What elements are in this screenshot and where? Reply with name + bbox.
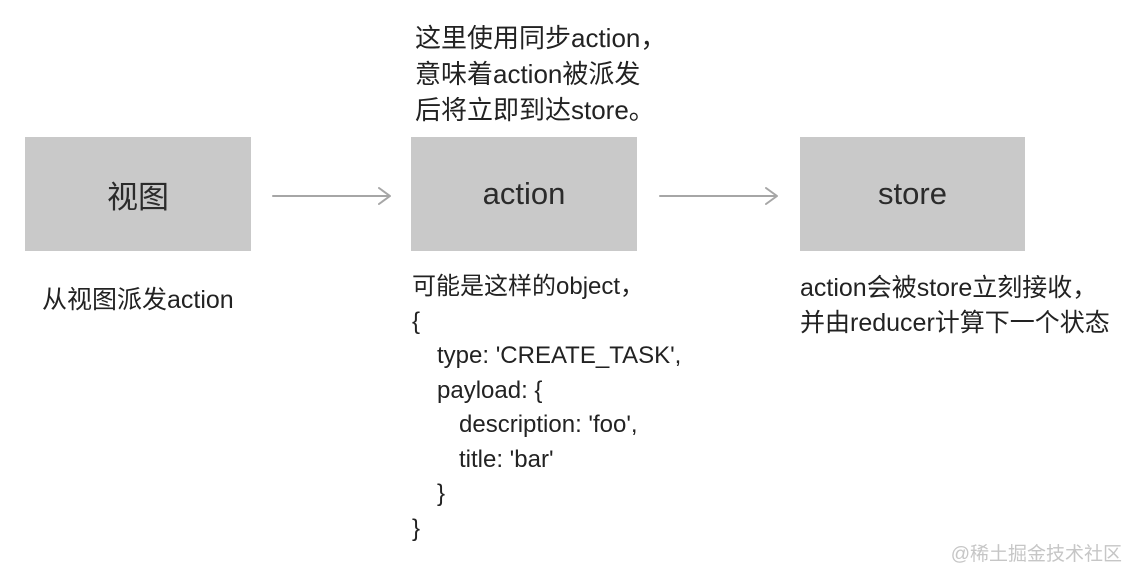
store-caption-line: action会被store立刻接收，: [800, 274, 1098, 302]
code-line: }: [412, 514, 421, 542]
arrow-right-icon: [659, 187, 778, 205]
node-store-label: store: [878, 176, 947, 211]
arrow-right-icon: [272, 187, 391, 205]
top-annotation: 这里使用同步action， 意味着action被派发 后将立即到达store。: [415, 20, 666, 128]
store-caption-line: 并由reducer计算下一个状态: [800, 309, 1110, 337]
top-annotation-line: 这里使用同步action，: [415, 23, 667, 53]
node-action-label: action: [482, 176, 566, 211]
code-line: type: 'CREATE_TASK',: [437, 342, 682, 369]
watermark: @稀土掘金技术社区: [950, 544, 1122, 565]
top-annotation-line: 意味着action被派发: [415, 59, 641, 89]
view-caption: 从视图派发action: [42, 286, 234, 314]
code-line: title: 'bar': [459, 445, 554, 473]
action-detail: 可能是这样的object， { type: 'CREATE_TASK', pay…: [412, 270, 681, 546]
code-line: description: 'foo',: [459, 411, 638, 438]
store-caption: action会被store立刻接收， 并由reducer计算下一个状态: [800, 271, 1110, 341]
action-caption: 可能是这样的object，: [412, 273, 645, 300]
node-action: action: [411, 137, 637, 251]
top-annotation-line: 后将立即到达store。: [415, 95, 655, 125]
code-line: payload: {: [437, 376, 543, 404]
node-view-label: 视图: [107, 179, 169, 215]
code-line: {: [412, 307, 421, 335]
node-view: 视图: [25, 137, 251, 251]
code-line: }: [437, 480, 446, 507]
node-store: store: [800, 137, 1025, 251]
